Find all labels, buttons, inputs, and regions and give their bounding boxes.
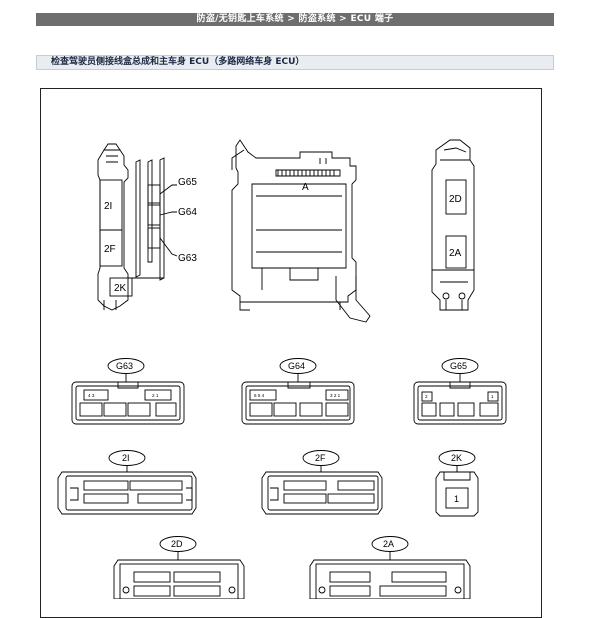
connector-2k (435, 471, 479, 517)
breadcrumb: 防盗/无钥匙上车系统 > 防盗系统 > ECU 端子 (36, 13, 554, 26)
oval-label-g65: G65 (450, 361, 467, 371)
right-junction-block (431, 139, 475, 311)
g63-pins-top-right: 2 1 (152, 393, 159, 398)
callout-g65: G65 (178, 177, 197, 188)
callout-g63: G63 (178, 253, 197, 264)
center-body-ecu (231, 139, 371, 323)
ecu-terminal-diagram: 2I 2F 2K G65 G64 G63 A 2D 2A G63 G64 G65… (57, 139, 507, 599)
right-connector-2d-label: 2D (449, 194, 462, 205)
oval-label-2i: 2I (122, 453, 130, 463)
connector-g64 (241, 381, 355, 425)
center-connector-a-label: A (302, 182, 309, 193)
g63-pins-top-left: 4 3 (88, 393, 95, 398)
oval-label-2a: 2A (383, 539, 394, 549)
left-connector-2k-label: 2K (114, 283, 127, 294)
connector-2d (113, 559, 245, 599)
g64-pins-top-right: 3 2 1 (330, 393, 341, 398)
oval-label-2k: 2K (451, 453, 462, 463)
oval-label-g64: G64 (288, 361, 305, 371)
callout-g64: G64 (178, 207, 197, 218)
connector-2i (57, 471, 197, 515)
left-connector-2f-label: 2F (104, 244, 116, 255)
connector-2a (309, 559, 471, 599)
oval-label-2f: 2F (315, 453, 326, 463)
oval-label-g63: G63 (116, 361, 133, 371)
connector-g65 (413, 381, 507, 425)
g65-pins-top-left: 2 (425, 394, 428, 399)
section-title: 检查驾驶员侧接线盒总成和主车身 ECU（多路网络车身 ECU） (36, 55, 554, 70)
left-connector-2i-label: 2I (104, 201, 112, 212)
connector-2f (261, 471, 383, 515)
connector-2k-pin-1: 1 (454, 494, 459, 504)
oval-label-2d: 2D (171, 539, 183, 549)
g65-pins-top-right: 1 (491, 394, 494, 399)
connector-g63 (71, 381, 185, 425)
left-junction-block (97, 143, 178, 311)
g64-pins-top-left: 6 5 4 (254, 393, 265, 398)
right-connector-2a-label: 2A (449, 248, 462, 259)
